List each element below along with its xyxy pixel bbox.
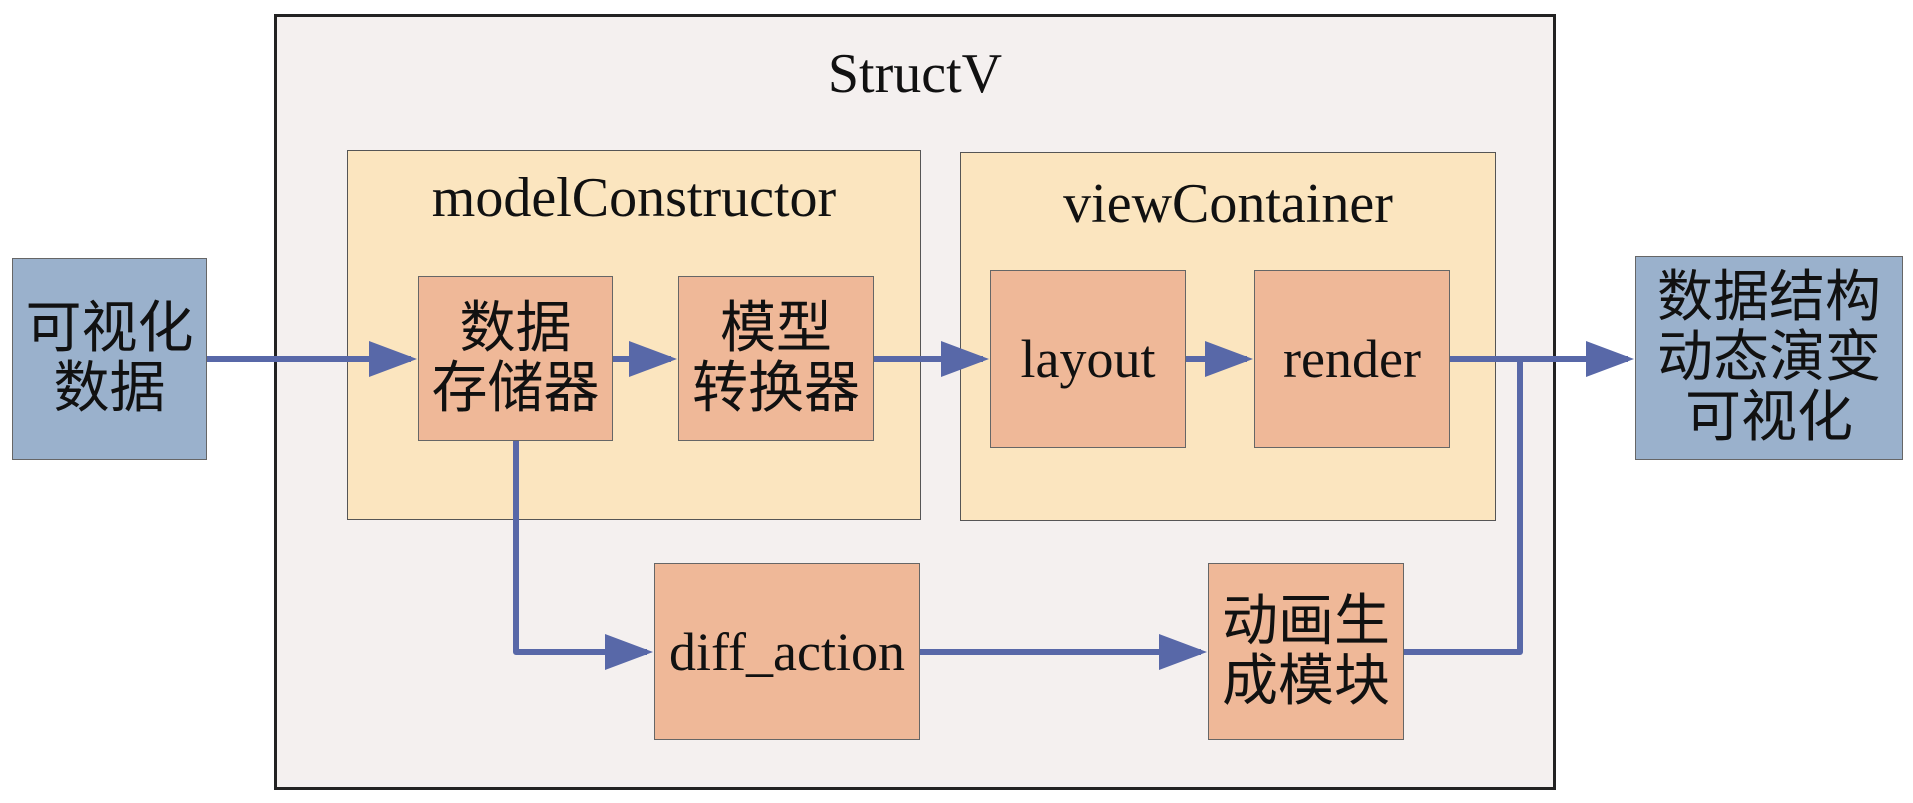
input-line-2: 数据 xyxy=(53,356,166,421)
line-animation-to-output xyxy=(1404,359,1523,655)
output-dynamic-visualization: 数据结构 动态演变 可视化 xyxy=(1635,256,1903,460)
input-line-1: 可视化 xyxy=(25,296,194,361)
data-store-line-2: 存储器 xyxy=(431,355,600,421)
diff-action-label: diff_action xyxy=(669,621,905,682)
animation-generator-node: 动画生 成模块 xyxy=(1208,563,1404,740)
animation-line-1: 动画生 xyxy=(1222,588,1390,654)
layout-label: layout xyxy=(1020,329,1156,389)
model-converter-line-2: 转换器 xyxy=(692,355,860,421)
diff-action-node: diff_action xyxy=(654,563,920,740)
render-label: render xyxy=(1283,329,1421,389)
output-line-2: 动态演变 xyxy=(1657,325,1881,390)
model-constructor-title: modelConstructor xyxy=(431,167,837,229)
input-visualization-data: 可视化 数据 xyxy=(12,258,207,460)
animation-line-2: 成模块 xyxy=(1222,648,1390,714)
view-container-title: viewContainer xyxy=(1063,173,1393,235)
layout-node: layout xyxy=(990,270,1186,448)
render-node: render xyxy=(1254,270,1450,448)
model-converter-node: 模型 转换器 xyxy=(678,276,874,441)
output-line-1: 数据结构 xyxy=(1657,265,1881,330)
structv-title: StructV xyxy=(827,43,1003,105)
model-converter-line-1: 模型 xyxy=(720,295,832,361)
data-store-node: 数据 存储器 xyxy=(418,276,613,441)
data-store-line-1: 数据 xyxy=(459,295,572,361)
arrow-store-to-diff xyxy=(513,441,653,670)
output-line-3: 可视化 xyxy=(1685,385,1853,450)
